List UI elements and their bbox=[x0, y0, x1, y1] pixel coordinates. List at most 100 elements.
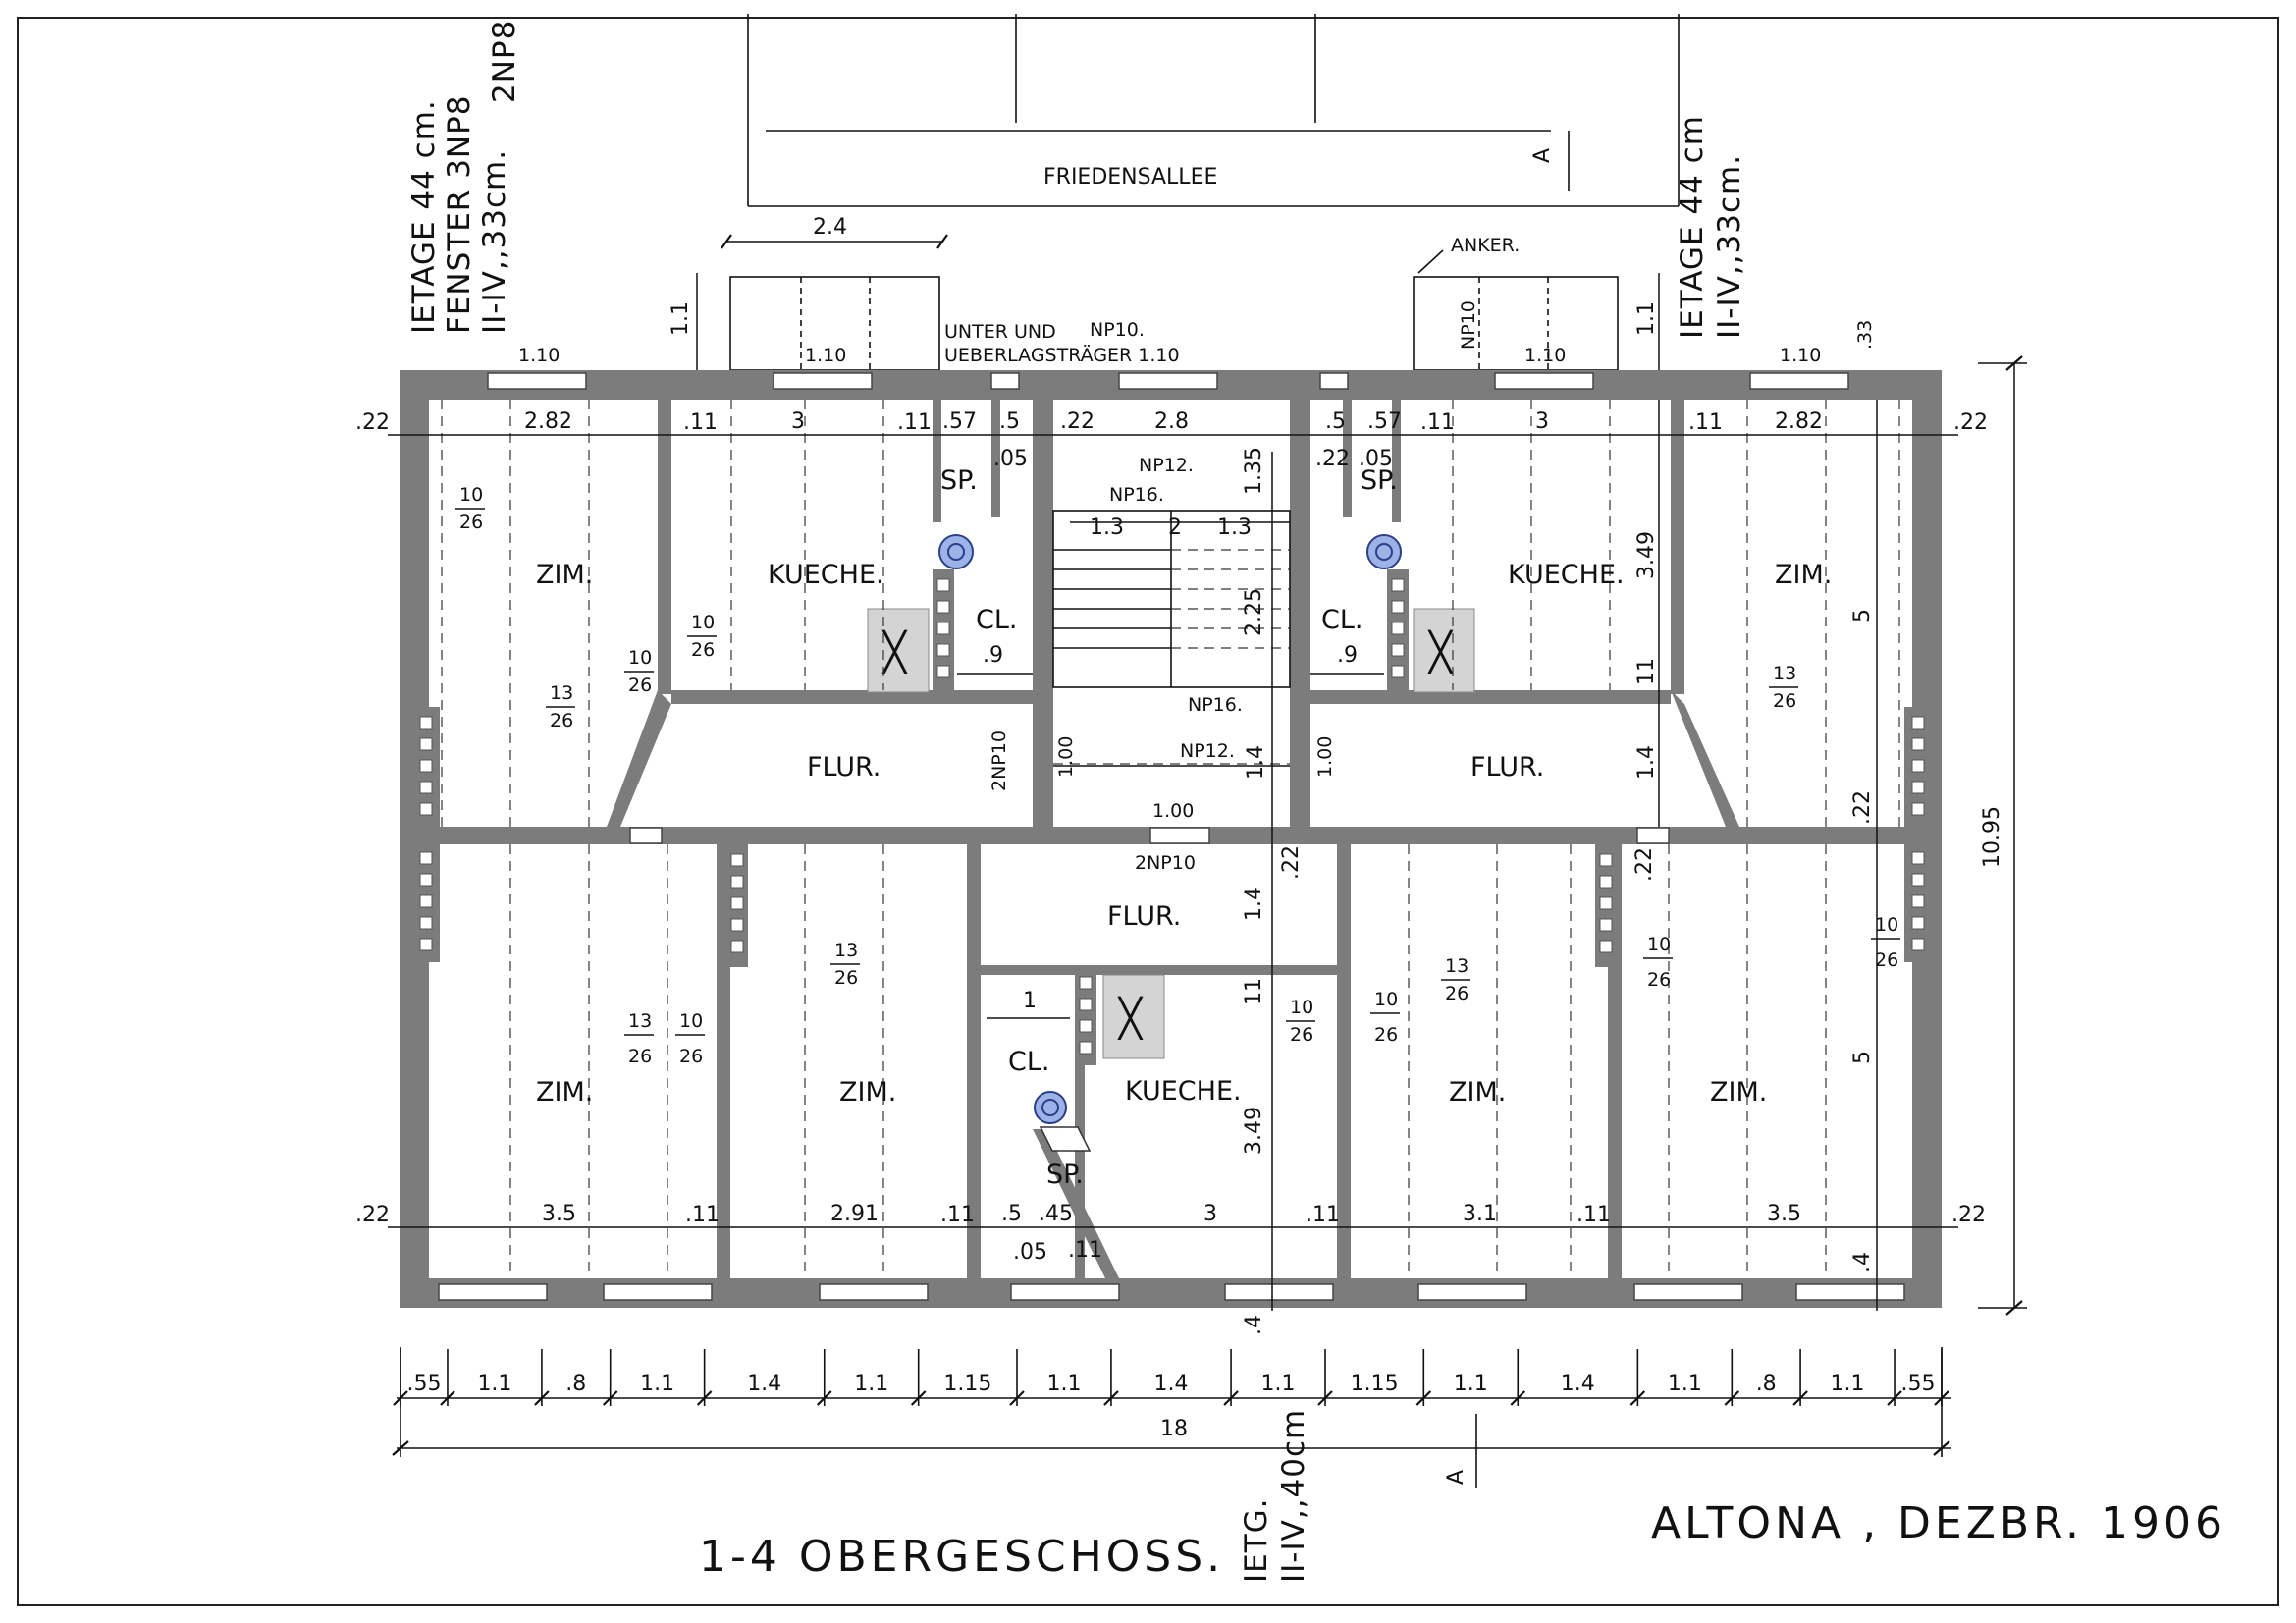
svg-text:10: 10 bbox=[1875, 914, 1898, 936]
toilet-icon bbox=[1366, 534, 1402, 569]
room-kueche: KUECHE. bbox=[1125, 1076, 1242, 1107]
staircase bbox=[1052, 510, 1291, 767]
dim: .11 bbox=[685, 1203, 720, 1227]
note-left-2: FENSTER 3NP8 bbox=[442, 94, 477, 334]
dim: .11 bbox=[940, 1203, 975, 1227]
note-left-extra: 2NP8 bbox=[487, 20, 522, 103]
dim: .11 bbox=[683, 410, 718, 435]
dim-11: 11 bbox=[1634, 658, 1659, 685]
svg-text:10: 10 bbox=[459, 484, 483, 506]
chain-label: 1.1 bbox=[477, 1372, 511, 1396]
room-zim: ZIM. bbox=[1449, 1077, 1506, 1108]
svg-text:10: 10 bbox=[691, 612, 715, 633]
note-left-1: IETAGE 44 cm. bbox=[406, 99, 442, 334]
dim-win: 1.10 bbox=[1780, 345, 1821, 366]
svg-text:10: 10 bbox=[628, 647, 652, 669]
room-zim: ZIM. bbox=[1710, 1077, 1767, 1108]
svg-text:26: 26 bbox=[691, 639, 715, 661]
dim-100: 1.00 bbox=[1055, 736, 1077, 778]
room-cl: CL. bbox=[976, 605, 1017, 635]
svg-text:10: 10 bbox=[679, 1010, 703, 1032]
balcony-depth-dim-left: 1.1 bbox=[668, 301, 693, 336]
fixtures: ╳ ╳ ╳ bbox=[867, 534, 1475, 1124]
dim: 3.5 bbox=[542, 1202, 576, 1226]
svg-text:╳: ╳ bbox=[881, 629, 908, 675]
note-right-2: II-IV,,33cm. bbox=[1712, 154, 1747, 339]
svg-text:26: 26 bbox=[459, 512, 483, 533]
room-cl: CL. bbox=[1008, 1047, 1049, 1077]
dim-9: .9 bbox=[983, 643, 1003, 668]
side-notes-right: IETAGE 44 cm II-IV,,33cm. bbox=[1675, 115, 1747, 339]
dim: .22 bbox=[1951, 1203, 1986, 1227]
sheet-border bbox=[17, 17, 2279, 1606]
dim: .11 bbox=[1306, 1203, 1340, 1227]
dim: .5 bbox=[1325, 409, 1346, 434]
dim: .11 bbox=[1068, 1238, 1102, 1263]
dim: .45 bbox=[1039, 1202, 1073, 1226]
dim: .11 bbox=[1688, 410, 1723, 435]
dim: .22 bbox=[355, 1203, 390, 1227]
dim-5: 5 bbox=[1850, 1051, 1875, 1064]
sheet-place-date: ALTONA , DEZBR. 1906 bbox=[1651, 1498, 2226, 1548]
dim: 2 bbox=[1168, 515, 1182, 540]
note-2np10: 2NP10 bbox=[988, 730, 1010, 791]
chain-label: 1.1 bbox=[1668, 1372, 1702, 1396]
dim-win: 1.10 bbox=[518, 345, 560, 366]
room-sp: SP. bbox=[1361, 465, 1398, 496]
dim: .5 bbox=[999, 409, 1020, 434]
vertical-dims: 3.49 11 1.4 5 .22 5 .4 .22 .22 1.4 11 3.… bbox=[1242, 355, 2027, 1335]
svg-text:╳: ╳ bbox=[1427, 629, 1454, 675]
chain-label: .55 bbox=[406, 1372, 441, 1396]
dim: .22 bbox=[355, 410, 390, 435]
dim-14: 1.4 bbox=[1634, 745, 1659, 780]
lower-dims: .22 3.5 .11 2.91 .11 .5 .45 .05 .11 3 .1… bbox=[355, 989, 1986, 1265]
dim-22: .22 bbox=[1279, 845, 1304, 880]
room-kueche: KUECHE. bbox=[1508, 560, 1625, 590]
dim-349: 3.49 bbox=[1242, 1107, 1266, 1155]
chain-label: .8 bbox=[1756, 1372, 1777, 1396]
svg-text:13: 13 bbox=[834, 940, 858, 961]
sheet-title: 1-4 OBERGESCHOSS. bbox=[699, 1532, 1224, 1582]
note-bottom-1: IETG. bbox=[1239, 1497, 1274, 1583]
chain-label: 1.4 bbox=[747, 1372, 781, 1396]
dim-9: .9 bbox=[1337, 643, 1358, 668]
stair-notes: NP12. NP16. 1.3 2 1.3 1.35 2.25 NP16. NP… bbox=[983, 447, 1358, 874]
dim-135: 1.35 bbox=[1242, 447, 1266, 495]
beam-lines bbox=[441, 400, 1900, 1278]
dim-22: .22 bbox=[1850, 790, 1875, 825]
chain-label: 1.1 bbox=[1454, 1372, 1488, 1396]
dim-33: .33 bbox=[1854, 320, 1876, 350]
room-sp: SP. bbox=[940, 465, 978, 496]
dim: .22 bbox=[1953, 410, 1988, 435]
dim: .11 bbox=[897, 410, 932, 435]
chain-label: 1.15 bbox=[943, 1372, 991, 1396]
section-marker-top: A bbox=[1530, 148, 1555, 163]
section-marker-bottom: A bbox=[1444, 1470, 1468, 1485]
np10-vertical: NP10 bbox=[1458, 300, 1479, 350]
note-left-3: II-IV,,33cm. bbox=[477, 149, 512, 334]
dim-22: .22 bbox=[1632, 847, 1657, 882]
chain-label: 1.4 bbox=[1561, 1372, 1595, 1396]
room-kueche: KUECHE. bbox=[768, 560, 884, 590]
note-np16: NP16. bbox=[1188, 694, 1243, 716]
note-np16: NP16. bbox=[1109, 484, 1164, 506]
svg-text:10: 10 bbox=[1374, 989, 1398, 1010]
svg-text:10: 10 bbox=[1290, 997, 1313, 1018]
chain-label: 1.15 bbox=[1351, 1372, 1399, 1396]
svg-text:26: 26 bbox=[1445, 983, 1468, 1004]
dim: 2.82 bbox=[524, 409, 572, 434]
dim-225: 2.25 bbox=[1242, 588, 1266, 636]
svg-text:26: 26 bbox=[1647, 969, 1671, 991]
dim-14: 1.4 bbox=[1242, 887, 1266, 921]
dim: 3.1 bbox=[1463, 1202, 1497, 1226]
svg-text:13: 13 bbox=[550, 682, 573, 704]
dim-win: 1.10 bbox=[1524, 345, 1566, 366]
dim-4: .4 bbox=[1850, 1252, 1875, 1272]
